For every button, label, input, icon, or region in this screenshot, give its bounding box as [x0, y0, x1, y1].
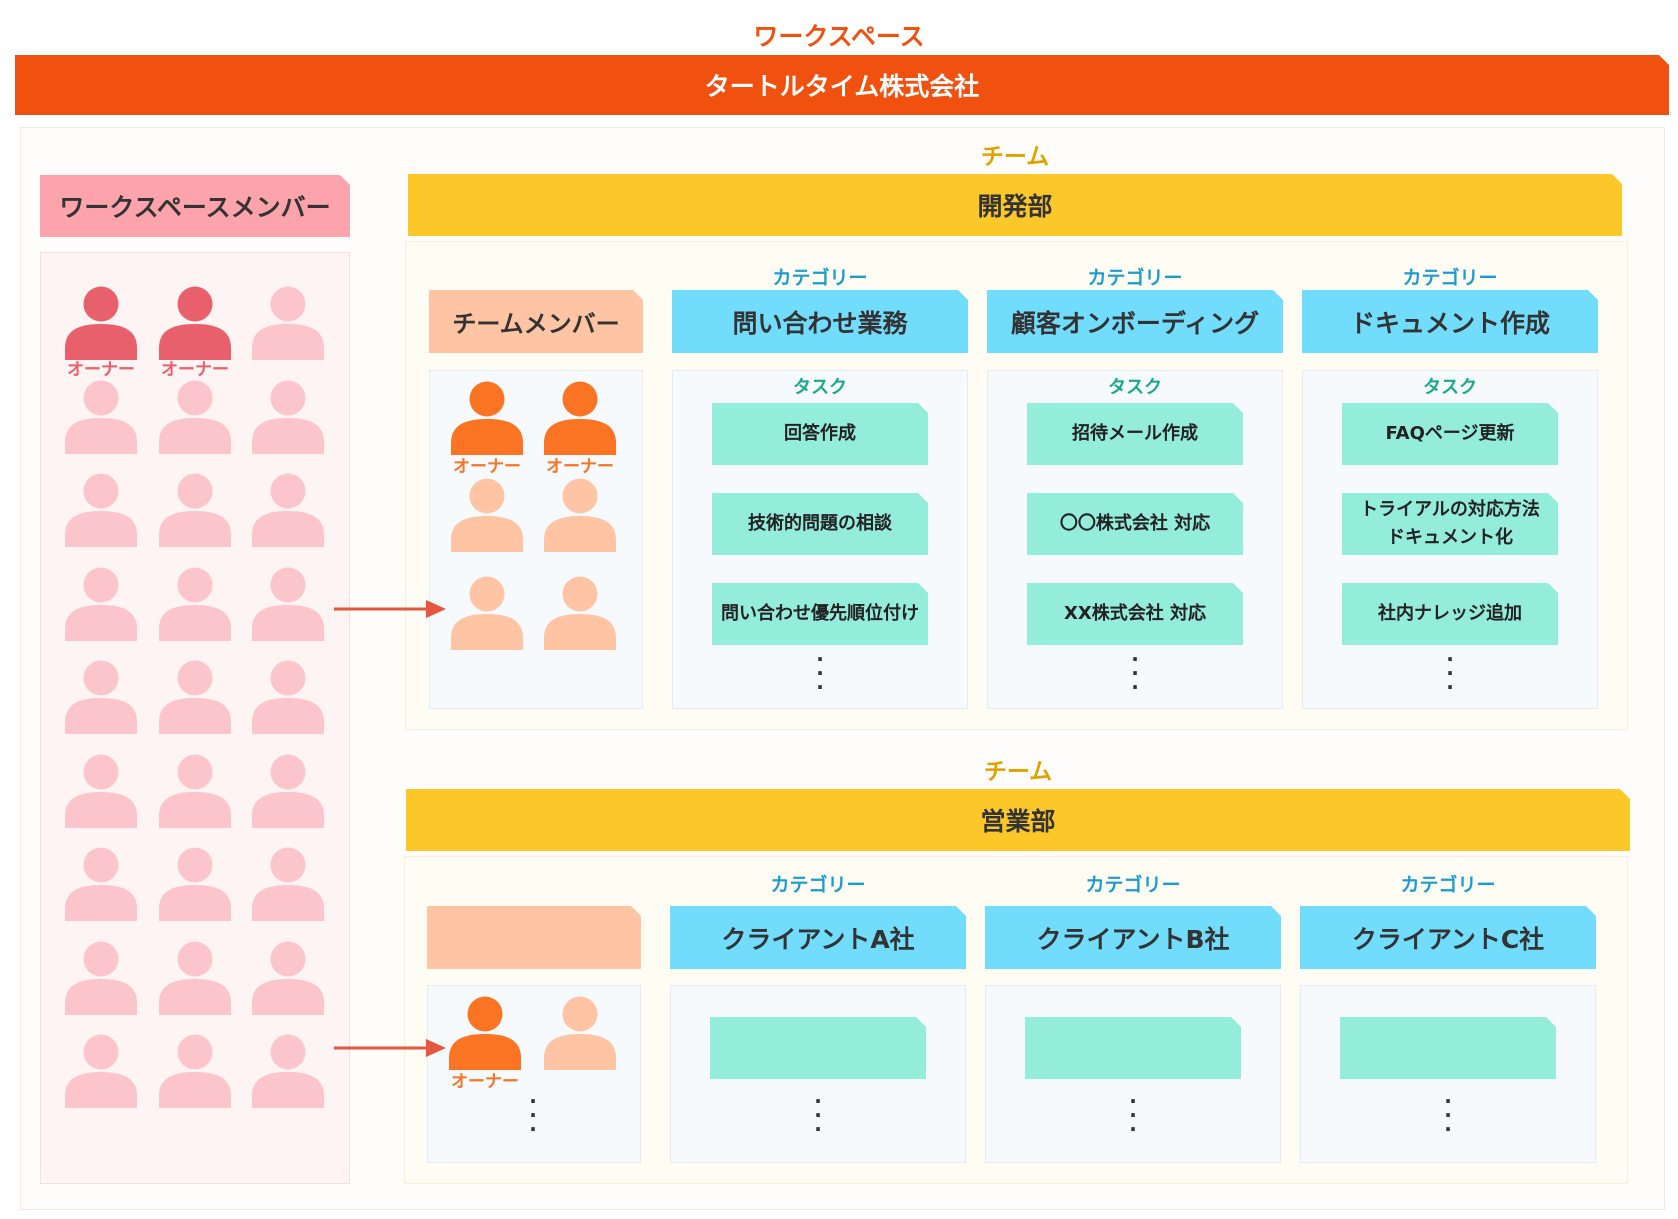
- member-avatar-icon[interactable]: [252, 660, 324, 734]
- member-avatar-icon[interactable]: [544, 996, 616, 1070]
- workspace-company-bar: タートルタイム株式会社: [15, 55, 1669, 115]
- more-tasks-dots: ···: [1129, 1089, 1137, 1141]
- member-avatar-icon[interactable]: [159, 473, 231, 547]
- member-avatar-icon[interactable]: [65, 1034, 137, 1108]
- owner-label: オーナー: [546, 457, 614, 477]
- task-card[interactable]: 社内ナレッジ追加: [1342, 583, 1558, 645]
- category-header: クライアントB社: [985, 906, 1281, 969]
- member-avatar-icon[interactable]: [252, 567, 324, 641]
- member-avatar-icon[interactable]: [451, 576, 523, 650]
- owner-label: オーナー: [67, 360, 135, 380]
- member-avatar-icon[interactable]: [159, 567, 231, 641]
- assign-arrow-team-1: [334, 600, 446, 618]
- team-label: チーム: [980, 144, 1050, 170]
- category-header: 問い合わせ業務: [672, 290, 968, 353]
- task-card[interactable]: [1340, 1017, 1556, 1079]
- member-avatar-icon[interactable]: [252, 380, 324, 454]
- task-card[interactable]: 〇〇株式会社 対応: [1027, 493, 1243, 555]
- member-avatar-icon[interactable]: [544, 478, 616, 552]
- category-label: カテゴリー: [1085, 873, 1181, 896]
- task-card[interactable]: トライアルの対応方法 ドキュメント化: [1342, 493, 1558, 555]
- member-avatar-icon[interactable]: [159, 660, 231, 734]
- member-avatar-icon[interactable]: [252, 754, 324, 828]
- owner-avatar-icon[interactable]: [65, 286, 137, 360]
- task-card[interactable]: 回答作成: [712, 403, 928, 465]
- more-tasks-dots: ···: [814, 1089, 822, 1141]
- team-members-panel: [427, 985, 641, 1163]
- member-avatar-icon[interactable]: [451, 478, 523, 552]
- team-name-bar: 開発部: [408, 174, 1622, 236]
- workspace-members-header: ワークスペースメンバー: [40, 175, 350, 237]
- member-avatar-icon[interactable]: [252, 473, 324, 547]
- more-members-dots: ···: [529, 1089, 537, 1141]
- task-card[interactable]: [1025, 1017, 1241, 1079]
- team-members-header: [427, 906, 641, 969]
- category-header: ドキュメント作成: [1302, 290, 1598, 353]
- owner-avatar-icon[interactable]: [159, 286, 231, 360]
- category-label: カテゴリー: [1402, 266, 1498, 289]
- member-avatar-icon[interactable]: [252, 286, 324, 360]
- category-header: クライアントA社: [670, 906, 966, 969]
- category-header: 顧客オンボーディング: [987, 290, 1283, 353]
- task-card[interactable]: 問い合わせ優先順位付け: [712, 583, 928, 645]
- task-card[interactable]: FAQページ更新: [1342, 403, 1558, 465]
- member-avatar-icon[interactable]: [159, 754, 231, 828]
- member-avatar-icon[interactable]: [65, 567, 137, 641]
- member-avatar-icon[interactable]: [65, 847, 137, 921]
- member-avatar-icon[interactable]: [65, 754, 137, 828]
- owner-avatar-icon[interactable]: [544, 381, 616, 455]
- member-avatar-icon[interactable]: [65, 660, 137, 734]
- more-tasks-dots: ···: [1131, 647, 1139, 699]
- member-avatar-icon[interactable]: [159, 941, 231, 1015]
- member-avatar-icon[interactable]: [252, 941, 324, 1015]
- category-label: カテゴリー: [770, 873, 866, 896]
- member-avatar-icon[interactable]: [544, 576, 616, 650]
- more-tasks-dots: ···: [816, 647, 824, 699]
- member-avatar-icon[interactable]: [65, 380, 137, 454]
- member-avatar-icon[interactable]: [252, 1034, 324, 1108]
- category-header: クライアントC社: [1300, 906, 1596, 969]
- task-card[interactable]: [710, 1017, 926, 1079]
- team-members-header: チームメンバー: [429, 290, 643, 353]
- member-avatar-icon[interactable]: [159, 1034, 231, 1108]
- task-label: タスク: [1423, 377, 1477, 398]
- team-label: チーム: [983, 759, 1053, 785]
- category-label: カテゴリー: [1400, 873, 1496, 896]
- member-avatar-icon[interactable]: [159, 847, 231, 921]
- task-label: タスク: [793, 377, 847, 398]
- task-card[interactable]: 技術的問題の相談: [712, 493, 928, 555]
- category-label: カテゴリー: [1087, 266, 1183, 289]
- member-avatar-icon[interactable]: [65, 941, 137, 1015]
- owner-avatar-icon[interactable]: [451, 381, 523, 455]
- task-card[interactable]: XX株式会社 対応: [1027, 583, 1243, 645]
- more-tasks-dots: ···: [1446, 647, 1454, 699]
- task-label: タスク: [1108, 377, 1162, 398]
- member-avatar-icon[interactable]: [159, 380, 231, 454]
- member-avatar-icon[interactable]: [65, 473, 137, 547]
- owner-label: オーナー: [453, 457, 521, 477]
- assign-arrow-team-2: [334, 1039, 446, 1057]
- team-name-bar: 営業部: [406, 789, 1630, 851]
- owner-label: オーナー: [161, 360, 229, 380]
- owner-avatar-icon[interactable]: [449, 996, 521, 1070]
- member-avatar-icon[interactable]: [252, 847, 324, 921]
- category-label: カテゴリー: [772, 266, 868, 289]
- more-tasks-dots: ···: [1444, 1089, 1452, 1141]
- owner-label: オーナー: [451, 1072, 519, 1092]
- workspace-label: ワークスペース: [753, 22, 925, 51]
- task-card[interactable]: 招待メール作成: [1027, 403, 1243, 465]
